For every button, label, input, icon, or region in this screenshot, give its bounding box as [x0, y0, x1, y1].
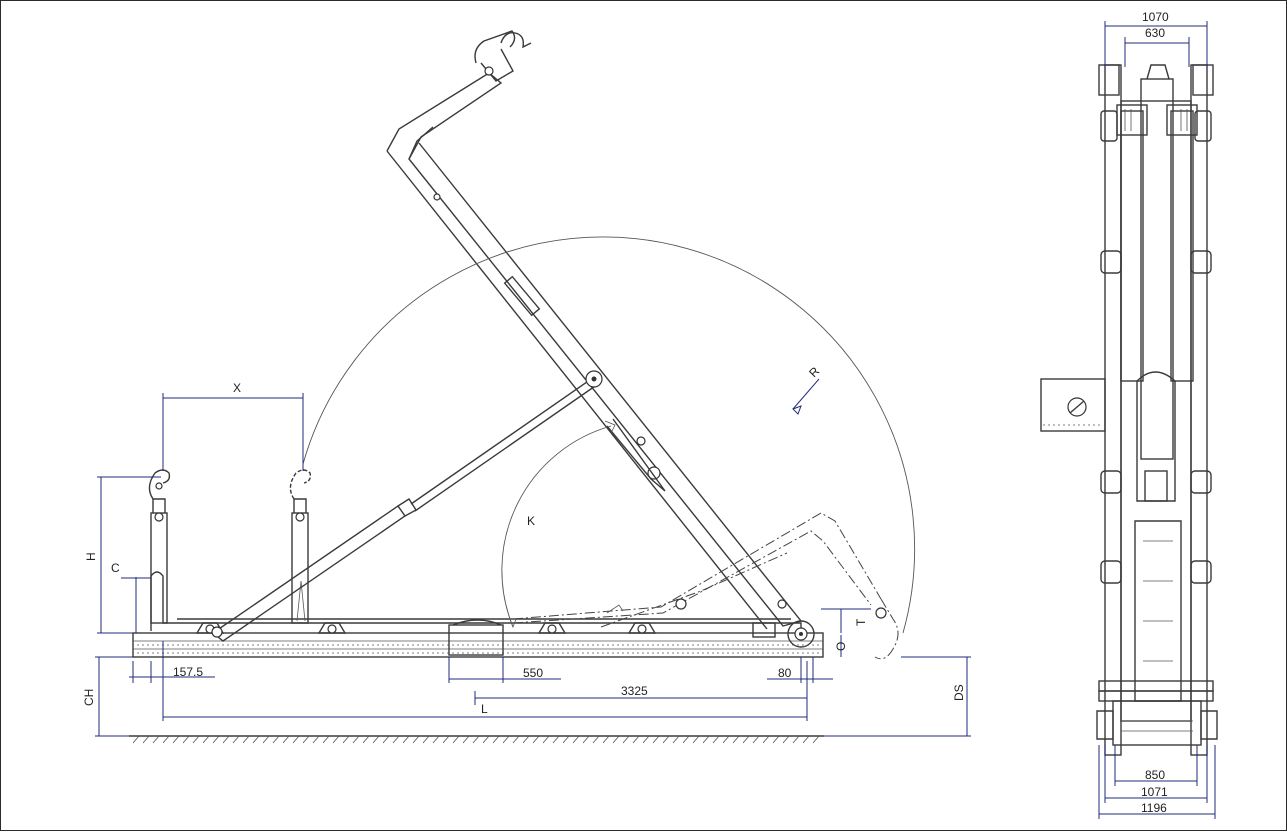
main-cylinder [211, 374, 602, 642]
hook-arm-alt [289, 469, 312, 624]
dim-label-80: 80 [778, 666, 792, 680]
hook-arm-stowed [148, 469, 171, 624]
end-view: 1070 630 850 1071 1196 [1040, 10, 1218, 819]
main-arm-raised [386, 30, 803, 630]
dim-label-ch: CH [82, 689, 96, 706]
end-dim-1071: 1071 [1141, 785, 1168, 799]
dim-label-x: X [233, 381, 241, 395]
dim-label-o: O [834, 642, 848, 651]
lift-frame [150, 571, 815, 648]
dim-label-157-5: 157.5 [173, 665, 203, 679]
end-dim-850: 850 [1145, 768, 1165, 782]
end-dim-630: 630 [1145, 26, 1165, 40]
dim-label-550: 550 [523, 666, 543, 680]
dim-label-l: L [481, 702, 488, 716]
dim-label-h: H [84, 552, 98, 561]
side-nuts [1100, 110, 1212, 584]
side-view: X H C T O CH DS L R K 157.5 550 3325 80 [82, 30, 971, 744]
radius-arc-r [302, 236, 916, 634]
mount-brackets [195, 622, 657, 634]
dim-label-ds: DS [952, 684, 966, 701]
dim-label-t: T [854, 618, 868, 626]
angle-arc-k [501, 425, 612, 628]
side-bracket [1040, 378, 1106, 432]
dim-label-3325: 3325 [621, 684, 648, 698]
ground-line [129, 735, 824, 744]
dim-label-c: C [111, 561, 120, 575]
dim-label-r: R [806, 364, 822, 380]
dimension-lines [95, 378, 971, 737]
main-arm-ghost [512, 512, 899, 660]
end-dim-1070: 1070 [1142, 10, 1169, 24]
dim-label-k: K [527, 514, 535, 528]
end-view-dimensions [1098, 21, 1216, 819]
chassis-frame [132, 619, 824, 658]
end-dim-1196: 1196 [1141, 801, 1167, 815]
